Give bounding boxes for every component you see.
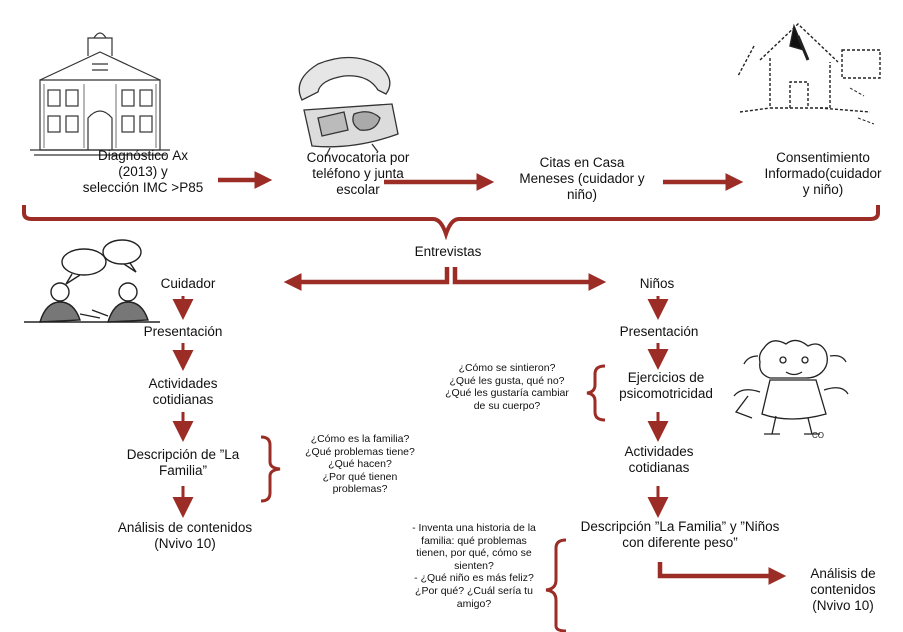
- building-icon: [30, 32, 170, 156]
- cuidador-analisis: Análisis de contenidos (Nvivo 10): [117, 520, 253, 551]
- cuidador-questions: ¿Cómo es la familia? ¿Qué problemas tien…: [305, 433, 415, 496]
- ninos-ejercicios: Ejercicios de psicomotricidad: [619, 370, 713, 401]
- citas-label: Citas en Casa Meneses (cuidador y niño): [519, 155, 645, 202]
- house-sketch-icon: [737, 23, 881, 125]
- ninos-title: Niños: [639, 276, 675, 291]
- cuidador-title: Cuidador: [160, 276, 216, 291]
- entrevistas-label: Entrevistas: [414, 244, 482, 259]
- telephone-icon: [298, 56, 399, 157]
- ninos-questions-ejercicios: ¿Cómo se sintieron? ¿Qué les gusta, qué …: [445, 362, 569, 412]
- cuidador-presentacion: Presentación: [143, 324, 223, 339]
- arrow-to-ninos: [452, 267, 607, 291]
- cuidador-actividades: Actividades cotidianas: [148, 376, 218, 407]
- ninos-actividades: Actividades cotidianas: [624, 444, 694, 475]
- ninos-questions-descripcion: - Inventa una historia de la familia: qu…: [412, 522, 536, 610]
- svg-text:CO: CO: [812, 431, 824, 440]
- arrow-to-cuidador: [283, 267, 450, 291]
- dialog-people-icon: [24, 239, 160, 323]
- top-brace: [22, 205, 880, 241]
- arrow-nino-desc-to-anal: [657, 562, 787, 585]
- consentimiento-label: Consentimiento Informado(cuidador y niño…: [764, 150, 882, 197]
- brace-descripcion-questions: [545, 538, 567, 632]
- diagnostico-label: Diagnóstico Ax (2013) y selección IMC >P…: [82, 148, 204, 195]
- brace-ejercicios-questions: [586, 364, 606, 422]
- child-drawing-icon: CO: [733, 339, 849, 440]
- brace-cuidador-questions: [260, 435, 281, 503]
- convocatoria-label: Convocatoria por teléfono y junta escola…: [306, 150, 410, 197]
- ninos-analisis: Análisis de contenidos (Nvivo 10): [810, 566, 876, 613]
- ninos-descripcion: Descripción ”La Familia” y ”Niños con di…: [580, 519, 780, 550]
- ninos-presentacion: Presentación: [619, 324, 699, 339]
- cuidador-descripcion: Descripción de ”La Familia”: [126, 447, 240, 478]
